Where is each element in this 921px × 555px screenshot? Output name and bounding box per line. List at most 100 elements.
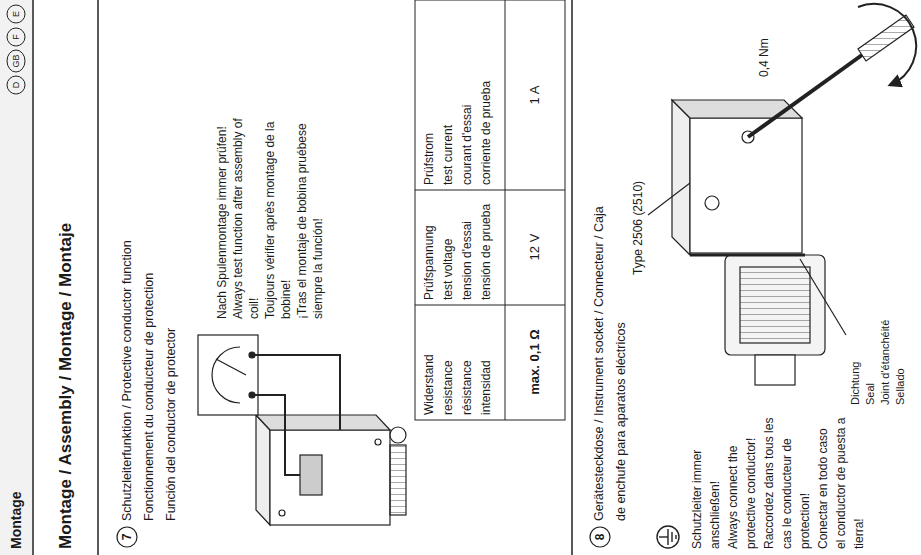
language-code-group: GB — [10, 50, 22, 72]
earth-bar — [675, 535, 676, 539]
ohmmeter-housing — [198, 335, 258, 415]
warning-note-group: Schutzleiter immer anschließen!Always co… — [688, 417, 868, 549]
table-header-cell: test voltage — [439, 194, 458, 300]
warning-note: Schutzleiter immer anschließen! — [688, 417, 724, 549]
table-header-cell: tensión de prueba — [477, 194, 496, 300]
step-circle — [590, 527, 610, 547]
seal-label: Sellado — [893, 265, 908, 405]
header-band — [0, 0, 32, 555]
table-value: 12 V — [526, 194, 544, 300]
language-circle — [7, 5, 25, 23]
warning-note: Raccordez dans tous les cas le conducteu… — [760, 417, 814, 549]
table-value-group: 1 A — [526, 5, 544, 185]
coil-housing — [270, 430, 390, 525]
meter-scale — [212, 347, 240, 403]
step-number: 7 — [119, 527, 135, 547]
step-circle — [117, 527, 137, 547]
table-header-cell: test current — [439, 5, 458, 185]
section-heading-group: Schutzleiterfunktion / Protective conduc… — [116, 11, 182, 521]
table-header-cell: Prüfspannung — [420, 194, 439, 300]
earth-bar — [671, 532, 672, 542]
earth-symbol — [657, 526, 679, 548]
table-value: max. 0,1 Ω — [526, 309, 544, 415]
part-label: Type 2506 (2510) — [630, 125, 646, 275]
language-code-group: D — [10, 76, 22, 94]
leader-line — [800, 259, 846, 335]
section-heading: de enchufe para aparatos eléctricos — [610, 11, 632, 521]
seal — [690, 254, 805, 257]
earth-bar — [667, 529, 668, 545]
torque-arrow — [858, 4, 916, 85]
table-divider — [415, 190, 565, 191]
section-heading: Gerätesteckdose / Instrument socket / Co… — [588, 11, 610, 521]
table-header-cell: Prüfstrom — [420, 5, 439, 185]
test-table-grid — [415, 0, 565, 420]
table-header-cell-group: Widerstandresistancerésistanceintensidad — [420, 309, 496, 415]
test-lead — [255, 355, 340, 430]
plug-grip — [740, 267, 810, 343]
table-header-cell-group: Prüfspannungtest voltagetension d'essait… — [420, 194, 496, 300]
valve-port — [390, 427, 406, 443]
table-header-cell: résistance — [458, 309, 477, 415]
socket-top-face — [672, 100, 690, 255]
earth-circle — [657, 526, 679, 548]
valve-base — [390, 445, 406, 515]
table-header-cell: tension d'essai — [458, 194, 477, 300]
language-circle — [7, 50, 25, 72]
instruction-note: Toujours vérifier après montage de la bo… — [262, 94, 294, 319]
step-number: 8 — [592, 527, 608, 547]
coil-side-face — [256, 415, 390, 430]
section-heading: Fonctionnement du conducteur de protecti… — [138, 11, 160, 521]
instruction-note-group: Nach Spulenmontage immer prüfen!Always t… — [214, 94, 326, 319]
cable-plug — [725, 255, 825, 355]
leader-line — [648, 183, 690, 215]
language-circle — [7, 28, 25, 46]
socket-side-face — [672, 100, 802, 118]
coil-top-face — [256, 415, 270, 525]
language-circles — [7, 5, 25, 94]
table-header-cell: Widerstand — [420, 309, 439, 415]
meter-needle — [216, 359, 246, 375]
table-value: 1 A — [526, 5, 544, 185]
earth-terminal — [300, 455, 322, 495]
language-circle — [7, 76, 25, 94]
screw — [279, 510, 285, 516]
screw — [375, 439, 381, 445]
seal-label: Seal — [863, 265, 878, 405]
header-label-group: Montage — [8, 349, 24, 549]
language-code: D — [10, 76, 22, 94]
seal-label: Dichtung — [848, 265, 863, 405]
screwdriver-handle — [858, 15, 914, 61]
table-value-group: max. 0,1 Ω — [526, 309, 544, 415]
table-header-cell: resistance — [439, 309, 458, 415]
meter-terminal — [249, 392, 255, 398]
instruction-note: Nach Spulenmontage immer prüfen! — [214, 94, 230, 319]
table-header-cell: intensidad — [477, 309, 496, 415]
header-rule — [32, 0, 34, 555]
language-code: E — [10, 5, 22, 23]
language-code: F — [10, 28, 22, 46]
coil-test-illustration — [198, 335, 406, 525]
title-group: Montage / Assembly / Montage / Montaje — [56, 223, 76, 549]
test-lead — [255, 395, 300, 475]
section-rule — [571, 0, 573, 555]
section-heading-group: Gerätesteckdose / Instrument socket / Co… — [588, 11, 632, 521]
language-code-group: E — [10, 5, 22, 23]
socket-hole — [705, 196, 719, 210]
header-label: Montage — [8, 349, 24, 549]
torque-value-group: 0,4 Nm — [756, 7, 772, 77]
step-number-group: 8 — [592, 527, 608, 547]
table-value-group: 12 V — [526, 194, 544, 300]
warning-note: Always connect the protective conductor! — [724, 417, 760, 549]
instruction-note: Always test function after assembly of c… — [230, 94, 262, 319]
language-code: GB — [10, 50, 22, 72]
step-number-group: 7 — [119, 527, 135, 547]
page-title: Montage / Assembly / Montage / Montaje — [56, 223, 76, 549]
warning-note: Conectar en todo caso el conductor de pu… — [814, 417, 868, 549]
table-header-cell-group: Prüfstromtest currentcourant d'essaicorr… — [420, 5, 496, 185]
table-header-cell: corriente de prueba — [477, 5, 496, 185]
instruction-note: ¡Tras el montaje de bobina pruébese siem… — [294, 94, 326, 319]
seal-label: Joint d'étanchéité — [878, 265, 893, 405]
socket-illustration — [648, 4, 916, 385]
part-label-group: Type 2506 (2510) — [630, 125, 646, 275]
